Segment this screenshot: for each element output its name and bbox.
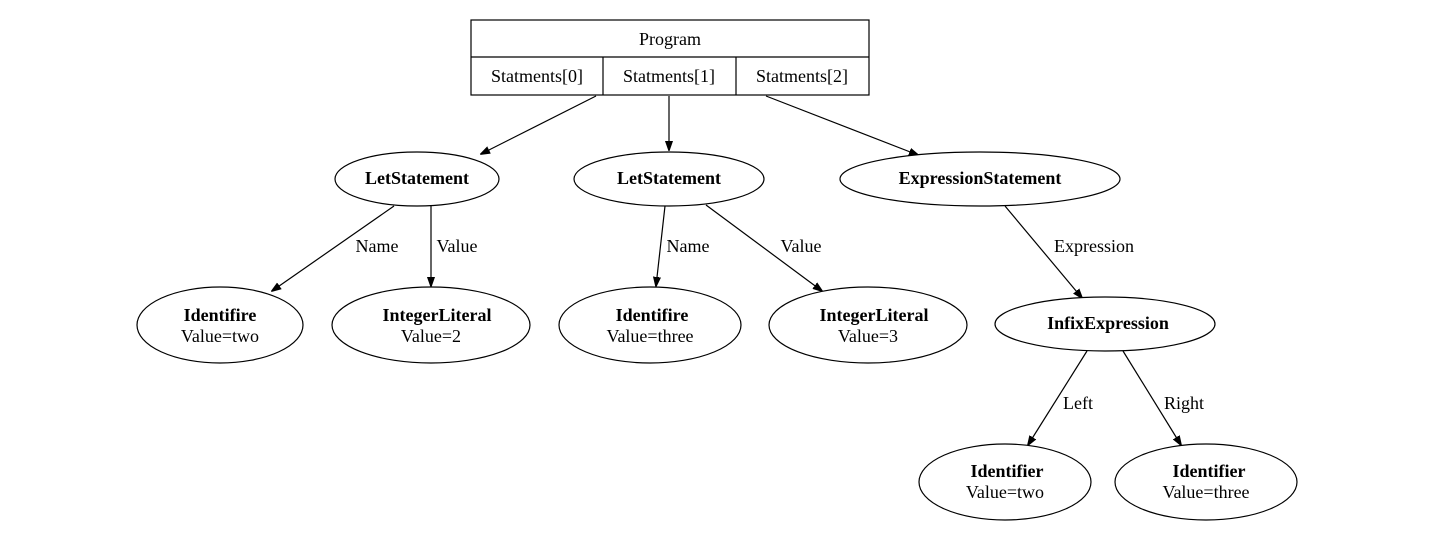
- program-field-statments-2: Statments[2]: [756, 66, 848, 86]
- edge-infix-to-right-identifier: [1122, 350, 1181, 445]
- identifire-node-three: [558, 286, 742, 364]
- letstatement-0-title: LetStatement: [365, 168, 469, 188]
- infix-expression-node-group: InfixExpression: [994, 296, 1216, 352]
- edge-expressionstatement-to-infix: [1004, 205, 1082, 298]
- identifier-node-left-two: [918, 443, 1092, 521]
- edge-let0-to-identifire: [272, 205, 395, 291]
- identifire-three-value: Value=three: [606, 326, 693, 346]
- integerliteral-node-3: [768, 286, 968, 364]
- expressionstatement-title: ExpressionStatement: [899, 168, 1062, 188]
- identifire-node-two: [136, 286, 304, 364]
- program-node: Program Statments[0] Statments[1] Statme…: [470, 19, 870, 96]
- edges: [272, 95, 1181, 445]
- identifire-two-value: Value=two: [181, 326, 259, 346]
- let-leaf-nodes: Identifire Value=two IntegerLiteral Valu…: [136, 286, 968, 364]
- identifier-node-right-three: [1114, 443, 1298, 521]
- edge-label-let0-name: Name: [356, 236, 399, 256]
- edge-label-expression: Expression: [1054, 236, 1134, 256]
- program-title: Program: [639, 29, 701, 49]
- edge-program-to-expressionstatement: [765, 95, 918, 155]
- edge-let1-to-integerliteral: [705, 204, 822, 291]
- edge-infix-to-left-identifier: [1028, 350, 1088, 445]
- edge-label-right: Right: [1164, 393, 1204, 413]
- identifier-left-value: Value=two: [966, 482, 1044, 502]
- expressionstatement-node: [839, 151, 1121, 207]
- edge-labels: Name Value Name Value Expression Left Ri…: [356, 236, 1205, 413]
- program-field-statments-1: Statments[1]: [623, 66, 715, 86]
- program-field-statments-0: Statments[0]: [491, 66, 583, 86]
- identifier-right-title: Identifier: [1173, 461, 1246, 481]
- letstatement-1-title: LetStatement: [617, 168, 721, 188]
- identifire-two-title: Identifire: [184, 305, 257, 325]
- edge-let1-to-identifire: [656, 205, 666, 286]
- statement-nodes: LetStatement LetStatement ExpressionStat…: [334, 151, 1121, 207]
- identifire-three-title: Identifire: [616, 305, 689, 325]
- edge-label-let1-value: Value: [781, 236, 822, 256]
- integerliteral-2-value: Value=2: [401, 326, 461, 346]
- integerliteral-node-2: [331, 286, 531, 364]
- integerliteral-3-value: Value=3: [838, 326, 898, 346]
- infixexpression-title: InfixExpression: [1047, 313, 1169, 333]
- infixexpression-node: [994, 296, 1216, 352]
- integerliteral-3-title: IntegerLiteral: [820, 305, 929, 325]
- letstatement-node-1: [573, 151, 765, 207]
- edge-label-left: Left: [1063, 393, 1093, 413]
- edge-program-to-letstatement-0: [481, 95, 597, 154]
- edge-label-let0-value: Value: [437, 236, 478, 256]
- integerliteral-2-title: IntegerLiteral: [383, 305, 492, 325]
- operand-nodes: Identifier Value=two Identifier Value=th…: [918, 443, 1298, 521]
- identifier-right-value: Value=three: [1162, 482, 1249, 502]
- letstatement-node-0: [334, 151, 500, 207]
- identifier-left-title: Identifier: [971, 461, 1044, 481]
- edge-label-let1-name: Name: [667, 236, 710, 256]
